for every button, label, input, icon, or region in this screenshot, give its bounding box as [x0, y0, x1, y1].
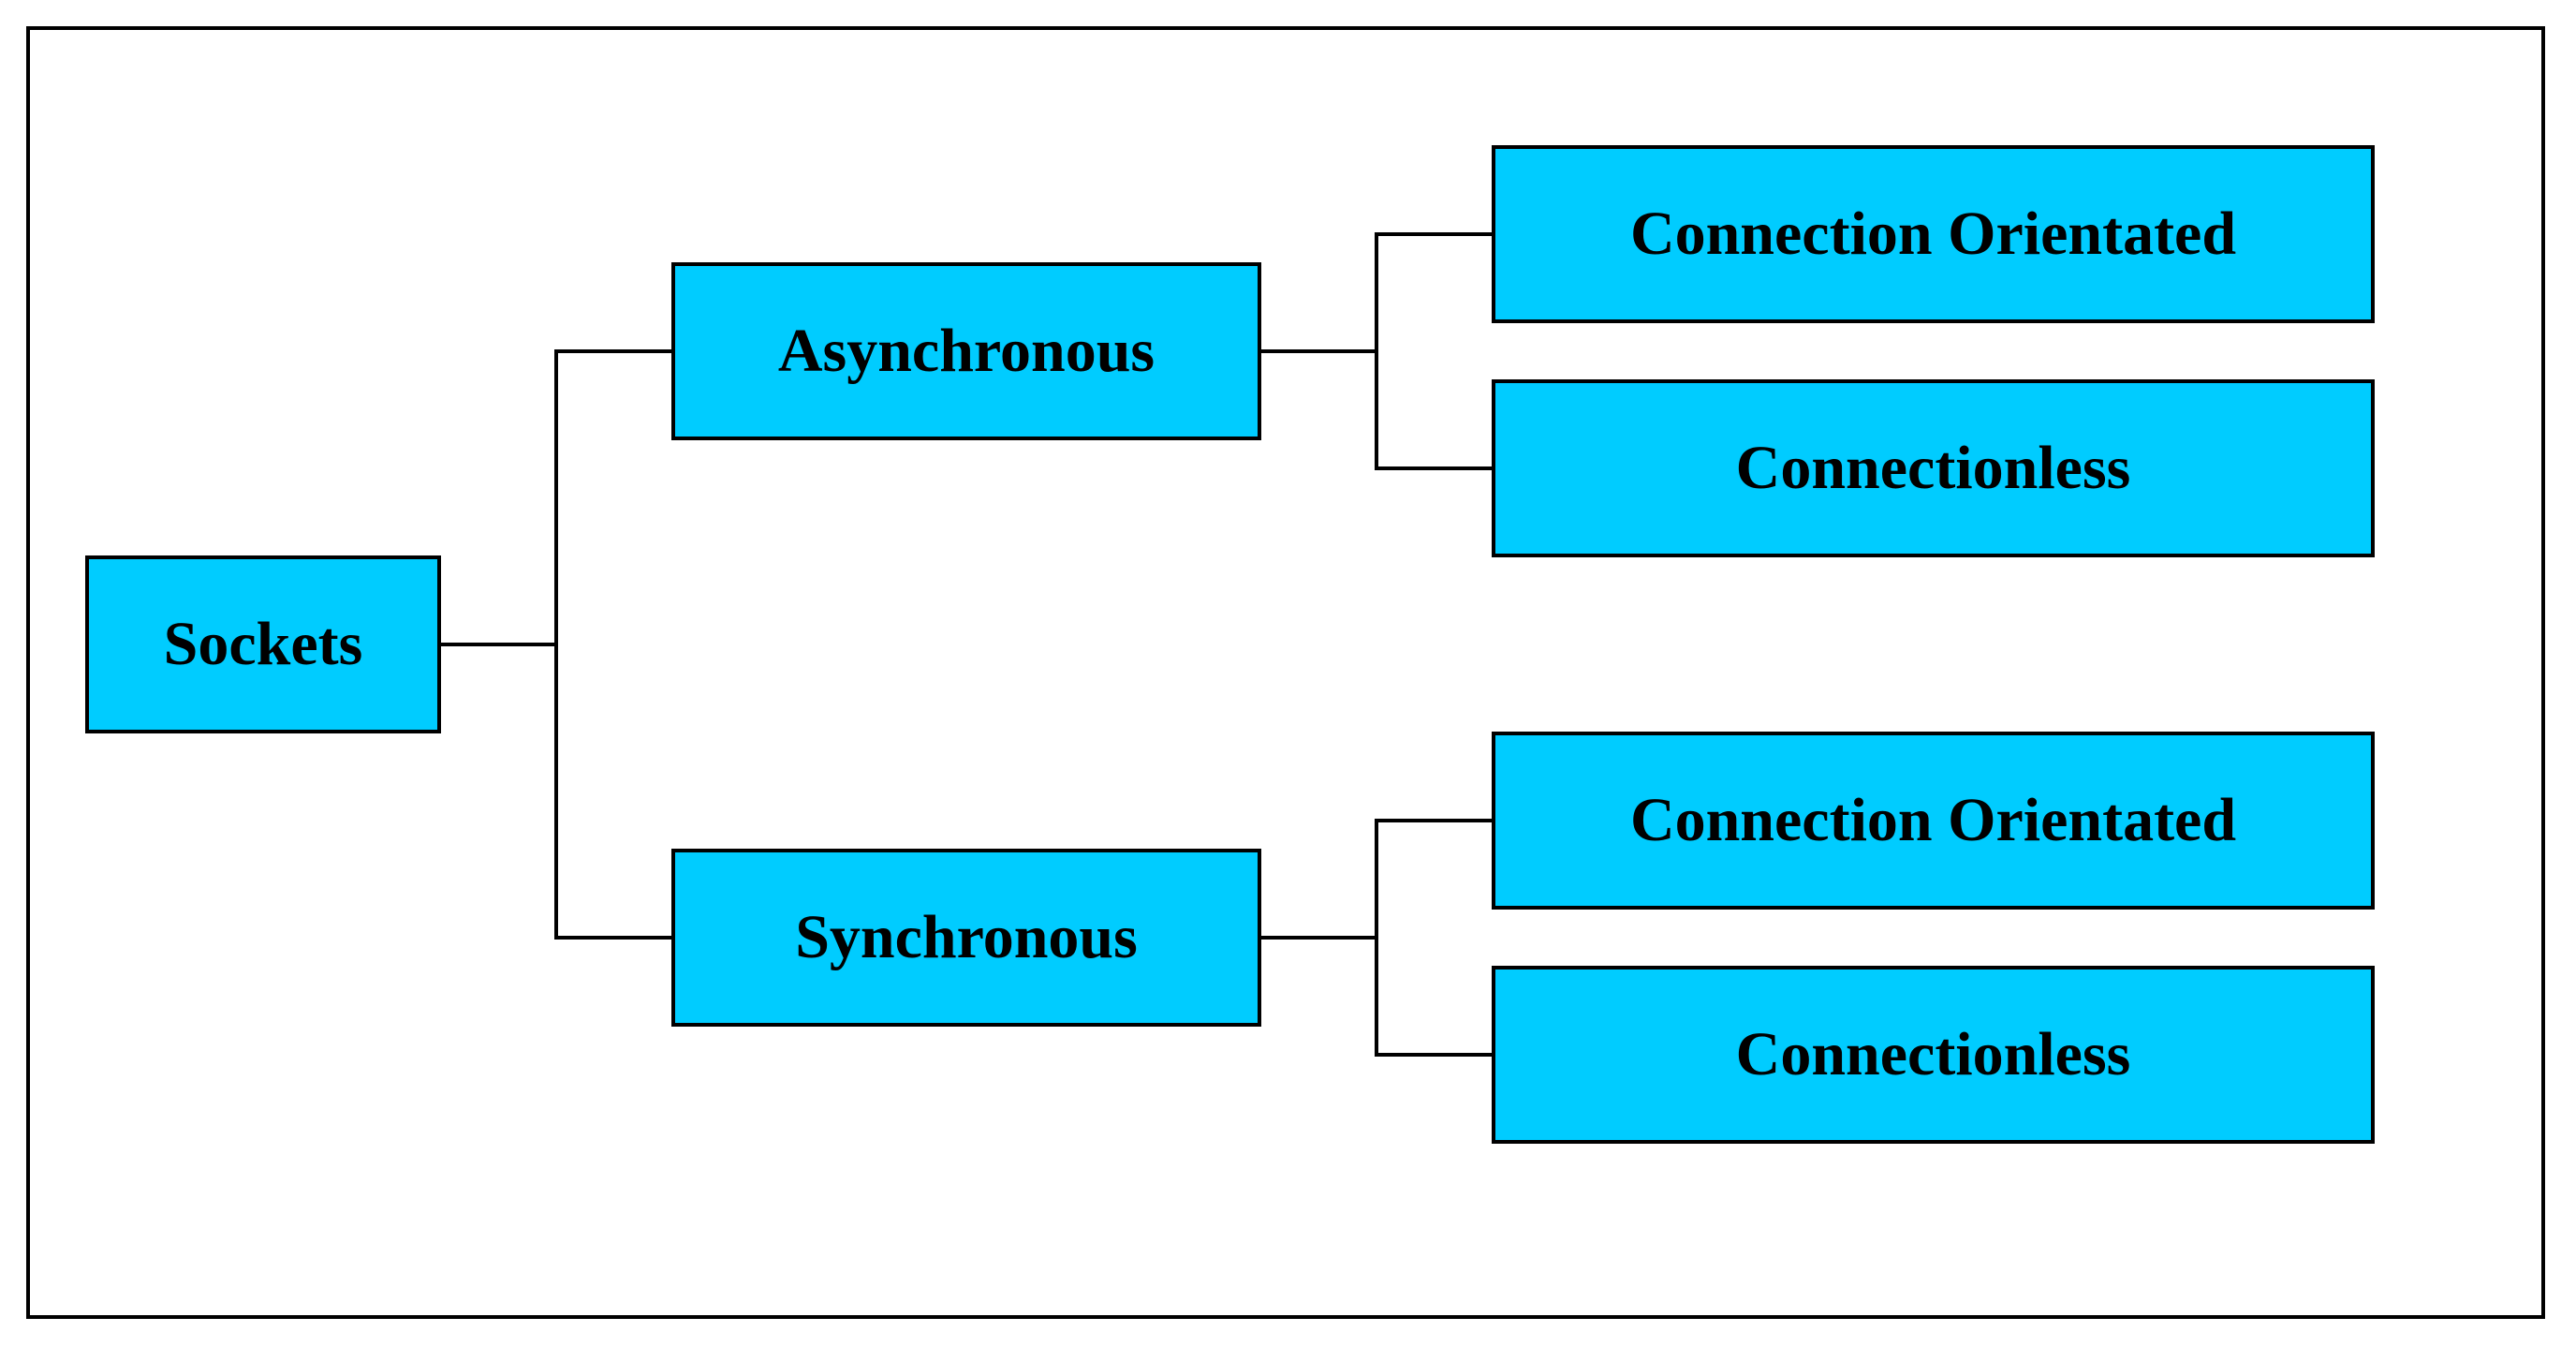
node-async-connection-orientated: Connection Orientated	[1492, 145, 2375, 323]
node-sockets-label: Sockets	[163, 610, 363, 678]
node-sync-connectionless: Connectionless	[1492, 966, 2375, 1144]
node-synchronous: Synchronous	[671, 849, 1261, 1027]
diagram-frame	[26, 26, 2545, 1319]
node-sync-connection-orientated: Connection Orientated	[1492, 732, 2375, 910]
node-async-connectionless: Connectionless	[1492, 379, 2375, 557]
node-sync-connection-orientated-label: Connection Orientated	[1629, 786, 2237, 854]
node-sync-connectionless-label: Connectionless	[1735, 1020, 2131, 1088]
node-asynchronous-label: Asynchronous	[777, 317, 1156, 385]
node-synchronous-label: Synchronous	[795, 903, 1138, 971]
node-asynchronous: Asynchronous	[671, 262, 1261, 440]
node-async-connectionless-label: Connectionless	[1735, 434, 2131, 502]
node-async-connection-orientated-label: Connection Orientated	[1629, 200, 2237, 268]
node-sockets: Sockets	[85, 555, 441, 733]
